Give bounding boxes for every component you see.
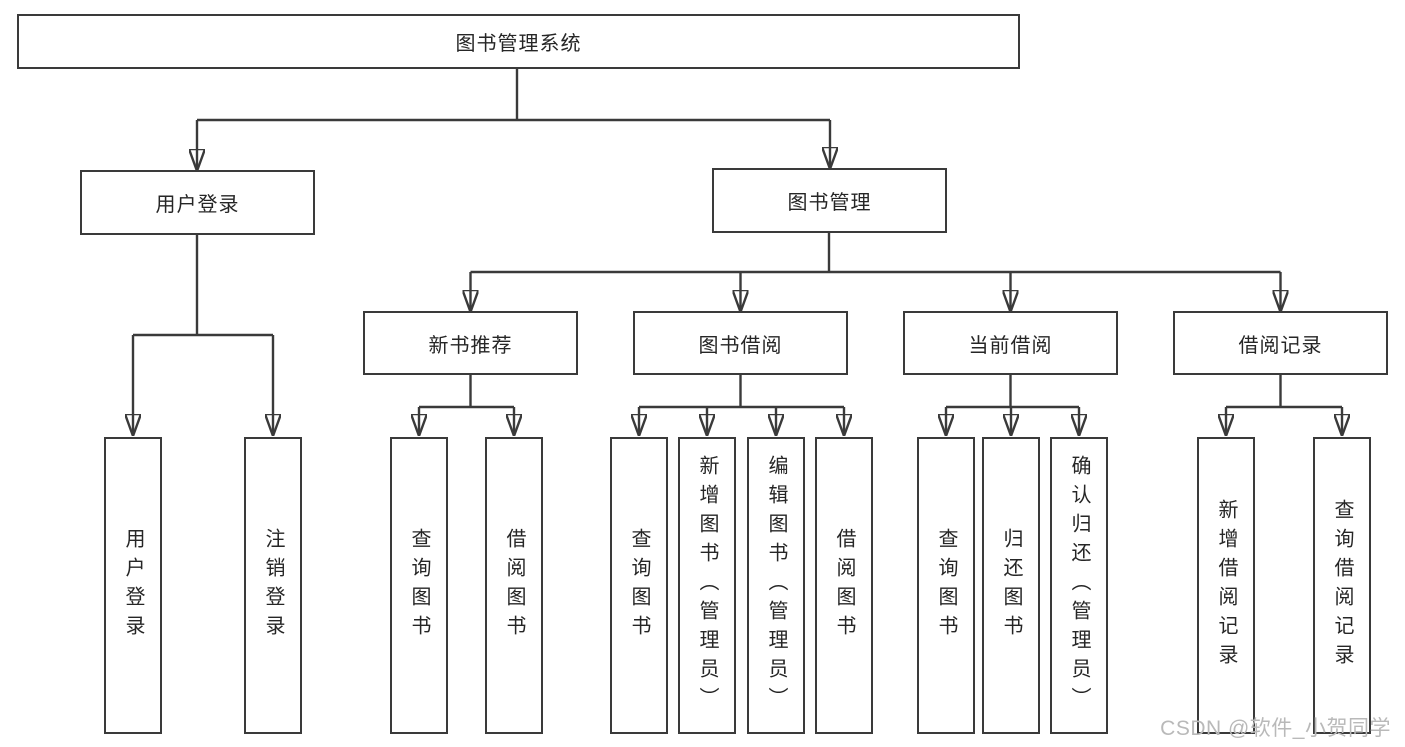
node-book-borrow-label: 图书借阅: [698, 334, 783, 357]
leaf-current-query-book: 查询图书: [917, 437, 975, 734]
node-book-borrow: 图书借阅: [633, 311, 848, 375]
leaf-confirm-return-admin-label: 确认归还（管理员）: [1068, 455, 1090, 716]
connector-book-borrow-children: [639, 375, 844, 435]
node-user-login-label: 用户登录: [155, 194, 240, 216]
leaf-borrow-query-book: 查询图书: [610, 437, 668, 734]
leaf-newbook-query-book: 查询图书: [390, 437, 448, 734]
connector-book-management-children: [471, 233, 1281, 311]
leaf-borrow-book-label: 借阅图书: [833, 527, 855, 644]
leaf-add-borrow-record-label: 新增借阅记录: [1215, 498, 1237, 673]
leaf-add-book-admin-label: 新增图书（管理员）: [696, 455, 718, 716]
leaf-logout: 注销登录: [244, 437, 302, 734]
node-root: 图书管理系统: [17, 14, 1020, 69]
connector-new-book-children: [419, 375, 514, 435]
leaf-user-login-label: 用户登录: [122, 527, 144, 644]
leaf-query-borrow-record-label: 查询借阅记录: [1331, 498, 1353, 673]
connector-current-borrow-children: [946, 375, 1079, 435]
leaf-add-book-admin: 新增图书（管理员）: [678, 437, 736, 734]
leaf-current-query-book-label: 查询图书: [935, 527, 957, 644]
node-new-book-recommend: 新书推荐: [363, 311, 578, 375]
node-user-login: 用户登录: [80, 170, 315, 235]
leaf-user-login: 用户登录: [104, 437, 162, 734]
node-current-borrow-label: 当前借阅: [968, 334, 1053, 357]
leaf-edit-book-admin-label: 编辑图书（管理员）: [765, 455, 787, 716]
node-book-management: 图书管理: [712, 168, 947, 233]
leaf-borrow-book: 借阅图书: [815, 437, 873, 734]
connector-root-to-level2: [197, 68, 830, 170]
leaf-logout-label: 注销登录: [262, 527, 284, 644]
node-new-book-recommend-label: 新书推荐: [428, 334, 513, 357]
leaf-return-book: 归还图书: [982, 437, 1040, 734]
node-borrow-records: 借阅记录: [1173, 311, 1388, 375]
leaf-confirm-return-admin: 确认归还（管理员）: [1050, 437, 1108, 734]
leaf-newbook-borrow-book: 借阅图书: [485, 437, 543, 734]
connector-borrow-records-children: [1226, 375, 1342, 435]
leaf-edit-book-admin: 编辑图书（管理员）: [747, 437, 805, 734]
leaf-borrow-query-book-label: 查询图书: [628, 527, 650, 644]
leaf-newbook-query-book-label: 查询图书: [408, 527, 430, 644]
node-root-label: 图书管理系统: [455, 33, 582, 55]
node-borrow-records-label: 借阅记录: [1238, 334, 1323, 357]
watermark: CSDN @软件_小贺同学: [1160, 717, 1391, 740]
connector-user-login-children: [133, 235, 273, 435]
leaf-newbook-borrow-book-label: 借阅图书: [503, 527, 525, 644]
leaf-add-borrow-record: 新增借阅记录: [1197, 437, 1255, 734]
node-book-management-label: 图书管理: [787, 192, 872, 214]
leaf-query-borrow-record: 查询借阅记录: [1313, 437, 1371, 734]
leaf-return-book-label: 归还图书: [1000, 527, 1022, 644]
node-current-borrow: 当前借阅: [903, 311, 1118, 375]
